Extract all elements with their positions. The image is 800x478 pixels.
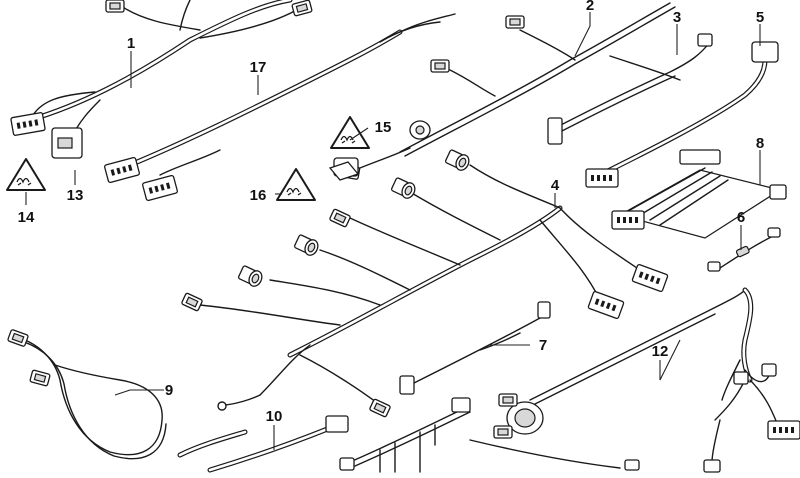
callout-10: 10 <box>266 408 283 425</box>
callout-3: 3 <box>673 9 681 26</box>
callout-labels: 1 2 3 5 8 6 4 7 9 10 12 13 14 15 16 17 <box>18 0 765 425</box>
callout-4: 4 <box>551 177 560 194</box>
harness-part-3[interactable] <box>547 33 713 145</box>
callout-16: 16 <box>250 187 267 204</box>
leader-lines <box>25 12 761 450</box>
callout-2: 2 <box>586 0 594 14</box>
callout-14: 14 <box>18 209 35 226</box>
harness-bottom-center[interactable] <box>339 397 640 473</box>
harness-part-6[interactable] <box>707 227 781 272</box>
harness-part-2[interactable] <box>339 2 676 181</box>
callout-17: 17 <box>250 59 267 76</box>
callout-15: 15 <box>375 119 392 136</box>
warning-label-14 <box>6 158 46 191</box>
harness-part-5[interactable] <box>585 41 779 188</box>
callout-5: 5 <box>756 9 764 26</box>
warning-label-16 <box>276 161 360 201</box>
harness-part-17[interactable] <box>103 13 456 202</box>
callout-9: 9 <box>165 382 173 399</box>
callout-8: 8 <box>756 135 764 152</box>
callout-1: 1 <box>127 35 135 52</box>
callout-7: 7 <box>539 337 547 354</box>
harness-part-1[interactable] <box>10 0 313 159</box>
harness-part-9[interactable] <box>6 328 167 460</box>
harness-part-7[interactable] <box>399 301 551 395</box>
callout-12: 12 <box>652 343 669 360</box>
harness-part-8[interactable] <box>611 149 787 239</box>
harness-part-4[interactable] <box>180 147 669 418</box>
harness-part-12[interactable] <box>493 287 800 473</box>
harness-part-10[interactable] <box>177 415 349 473</box>
callout-6: 6 <box>737 209 745 226</box>
callout-13: 13 <box>67 187 84 204</box>
